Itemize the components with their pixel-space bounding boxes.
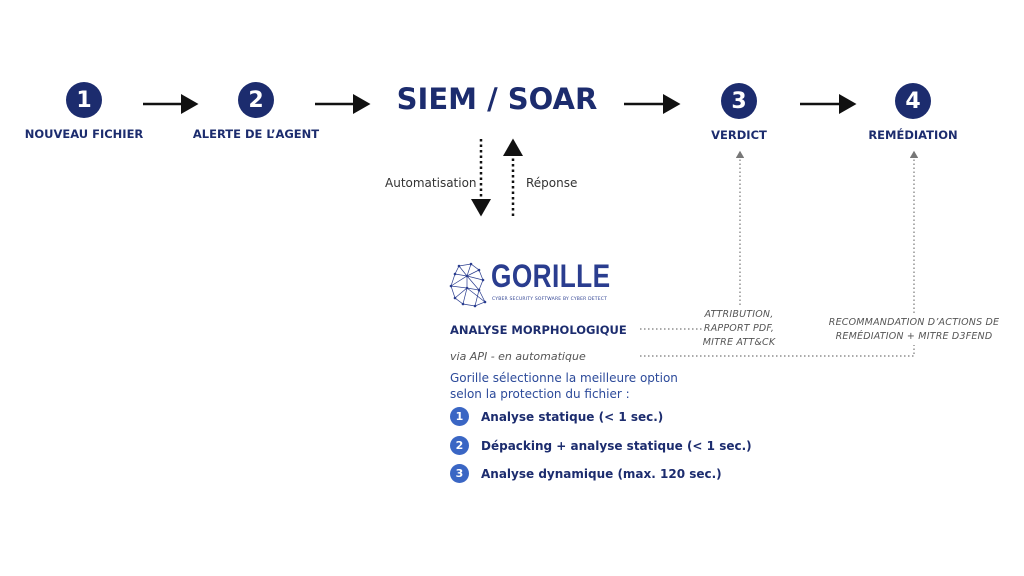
step-1-circle: 1 [66,82,102,118]
dotted-via-to-remediation [640,345,915,357]
gorilla-logo-icon [449,262,487,308]
option-2: 2 Dépacking + analyse statique (< 1 sec.… [450,436,752,455]
option-1-number: 1 [450,407,469,426]
step-2-circle: 2 [238,82,274,118]
description-line-2: selon la protection du fichier : [450,387,630,401]
logo-tagline: CYBER SECURITY SOFTWARE BY CYBER DETECT [492,297,608,302]
option-2-text: Dépacking + analyse statique (< 1 sec.) [481,438,752,453]
option-2-number: 2 [450,436,469,455]
logo-wordmark: GORILLE [491,258,611,294]
verdict-note-line-3: MITRE ATT&CK [702,337,776,348]
verdict-note: ATTRIBUTION, RAPPORT PDF, MITRE ATT&CK [703,308,776,350]
step-2-label: ALERTE DE L’AGENT [192,127,320,141]
step-1-label: NOUVEAU FICHIER [24,127,144,141]
analysis-description: Gorille sélectionne la meilleure option … [450,370,710,402]
step-3-label: VERDICT [711,128,767,142]
option-1: 1 Analyse statique (< 1 sec.) [450,407,663,426]
automation-label: Automatisation [385,176,477,190]
verdict-note-line-2: RAPPORT PDF, [703,323,775,334]
remediation-note-line-1: RECOMMANDATION D’ACTIONS DE [828,317,1000,328]
step-4-circle: 4 [895,83,931,119]
step-4-label: REMÉDIATION [868,128,958,142]
response-label: Réponse [526,176,578,190]
remediation-note-line-2: REMÉDIATION + MITRE D3FEND [835,331,993,342]
analysis-via: via API - en automatique [450,350,586,363]
verdict-note-line-1: ATTRIBUTION, [704,309,774,320]
description-line-1: Gorille sélectionne la meilleure option [450,371,678,385]
option-3-text: Analyse dynamique (max. 120 sec.) [481,466,722,481]
step-3-circle: 3 [721,83,757,119]
option-3-number: 3 [450,464,469,483]
option-3: 3 Analyse dynamique (max. 120 sec.) [450,464,722,483]
option-1-text: Analyse statique (< 1 sec.) [481,409,664,424]
siem-soar-title: SIEM / SOAR [396,82,598,116]
analysis-title: ANALYSE MORPHOLOGIQUE [450,323,627,337]
remediation-note: RECOMMANDATION D’ACTIONS DE REMÉDIATION … [829,316,999,344]
